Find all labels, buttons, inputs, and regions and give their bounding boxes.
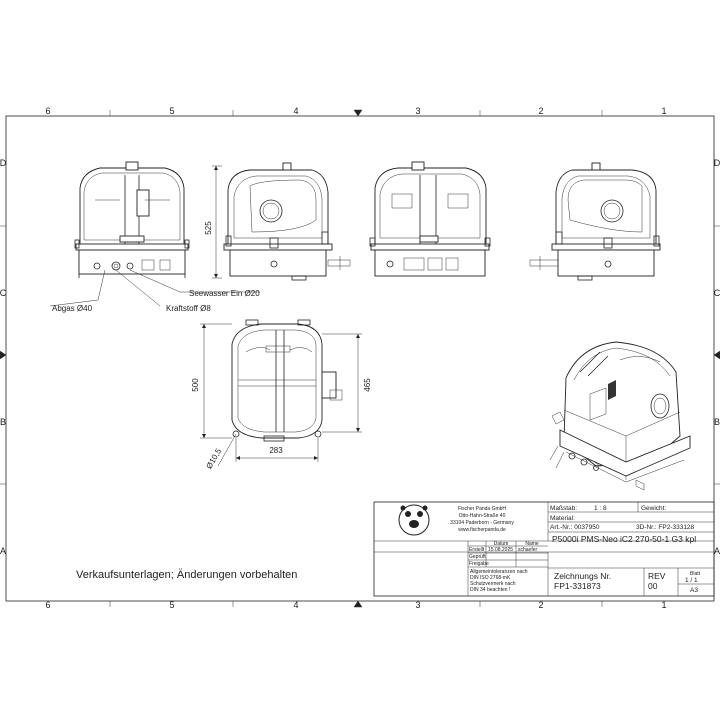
model-3d-number: 3D-Nr.: FP2-333128 <box>636 524 695 531</box>
col-label-1: 1 <box>661 106 666 116</box>
rev-label: REV <box>648 571 666 581</box>
drawing-no: FP1-331873 <box>554 581 601 591</box>
row-created-name: schaefer <box>518 547 538 553</box>
company-line-1: Fischer Panda GmbH <box>458 506 506 512</box>
company-line-2: Otto-Hahn-Straße 40 <box>459 513 506 519</box>
scale-label: Maßstab: <box>550 505 577 512</box>
view-top <box>231 319 343 442</box>
row-checked-label: Geprüft <box>469 554 486 560</box>
tolerance-line-3: Schutzvermerk nach <box>470 581 516 587</box>
row-label-a: A <box>0 546 6 556</box>
dim-hole-label: Ø10,5 <box>204 447 223 471</box>
rev-value: 00 <box>648 581 658 591</box>
col-label-5-bottom: 5 <box>169 600 174 610</box>
dimension-top-view <box>200 323 362 467</box>
dim-283-label: 283 <box>269 446 283 455</box>
company-line-4: www.fischerpanda.de <box>458 527 506 533</box>
table-head-name: Name <box>525 541 539 547</box>
dim-465-label: 465 <box>363 378 372 392</box>
dim-525-label: 525 <box>204 221 213 235</box>
callout-exhaust: Abgas Ø40 <box>52 304 93 313</box>
sheet-value: 1 / 1 <box>685 577 698 584</box>
table-head-date: Datum <box>494 541 509 547</box>
format-value: A3 <box>690 587 698 594</box>
row-created-label: Erstellt <box>469 547 485 553</box>
view-side-right <box>223 162 351 281</box>
callout-leaders <box>49 269 260 307</box>
view-rear <box>369 161 491 277</box>
drawing-no-label: Zeichnungs Nr. <box>554 571 611 581</box>
col-label-4-bottom: 4 <box>293 600 298 610</box>
scale-value: 1 : 8 <box>594 505 607 512</box>
col-label-6: 6 <box>45 106 50 116</box>
product-title: P5000i PMS-Neo iC2 270-50-1 G3 kpl <box>552 534 696 544</box>
notice-text: Verkaufsunterlagen; Änderungen vorbehalt… <box>76 569 297 581</box>
panda-logo-icon <box>398 504 430 536</box>
col-label-2-bottom: 2 <box>538 600 543 610</box>
row-label-c: C <box>0 288 7 298</box>
col-label-3-bottom: 3 <box>415 600 420 610</box>
col-label-1-bottom: 1 <box>661 600 666 610</box>
row-created-date: 15.08.2025 <box>488 547 513 553</box>
row-label-a-right: A <box>714 546 720 556</box>
title-block <box>373 501 715 597</box>
col-label-4: 4 <box>293 106 298 116</box>
row-release-label: Freigabe <box>469 561 489 567</box>
row-label-c-right: C <box>714 288 720 298</box>
row-label-b: B <box>0 417 6 427</box>
row-label-d: D <box>0 158 7 168</box>
col-label-6-bottom: 6 <box>45 600 50 610</box>
row-label-b-right: B <box>714 417 720 427</box>
drawing-border <box>5 115 715 602</box>
callout-fuel: Kraftstoff Ø8 <box>166 304 211 313</box>
view-isometric <box>549 341 691 491</box>
dim-500-label: 500 <box>191 378 200 392</box>
dimension-height: 525 <box>204 165 222 279</box>
callout-seawater: Seewasser Ein Ø20 <box>189 289 260 298</box>
article-number: Art.-Nr.: 0037950 <box>550 524 600 531</box>
material-label: Material: <box>550 515 575 522</box>
weight-label: Gewicht: <box>641 505 666 512</box>
tolerance-line-2: DIN ISO 2768-mK <box>470 575 511 581</box>
col-label-5: 5 <box>169 106 174 116</box>
col-label-2: 2 <box>538 106 543 116</box>
col-label-3: 3 <box>415 106 420 116</box>
sheet-label: Blatt <box>690 571 701 577</box>
row-label-d-right: D <box>714 158 720 168</box>
view-front <box>74 161 190 278</box>
company-line-3: 33104 Paderborn - Germany <box>450 520 514 526</box>
tolerance-line-4: DIN 34 beachten ! <box>470 587 510 593</box>
grid-ticks <box>0 109 720 608</box>
view-side-left <box>529 162 661 281</box>
tolerance-line-1: Allgemeintoleranzen nach <box>470 569 528 575</box>
